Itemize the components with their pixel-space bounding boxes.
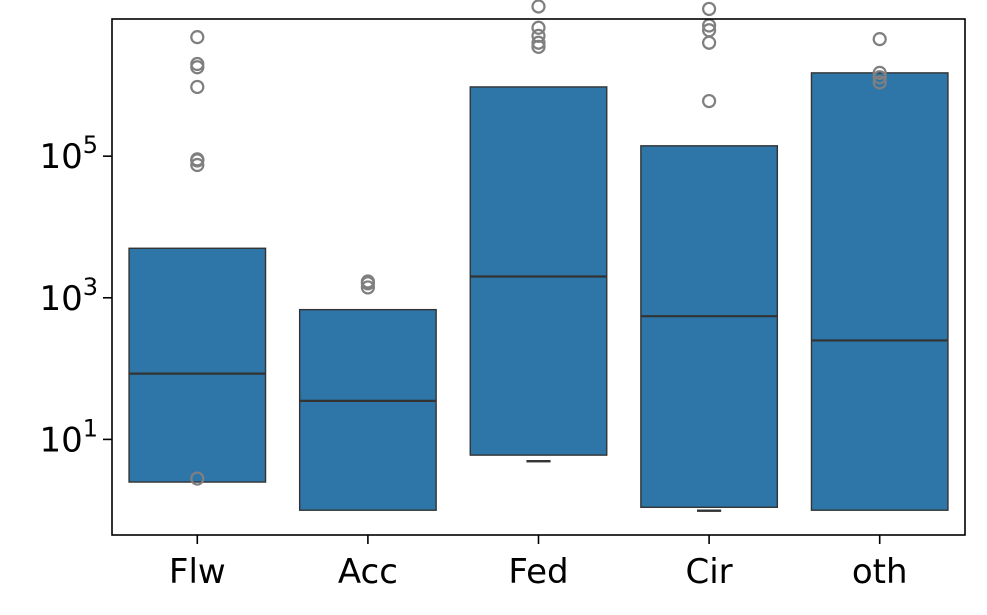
outlier-point-cir-0 [701,35,717,50]
x-tick-label-fed: Fed [508,552,568,592]
outlier-point-fed-1 [531,35,546,50]
boxen-level-acc-0 [298,308,437,511]
y-tick-label-1: 103 [39,273,98,319]
x-axis: Flw Acc Fed Cir oth [169,535,908,592]
outlier-point-oth-1 [872,70,887,85]
x-tick-label-cir: Cir [686,552,733,592]
x-tick-label-flw: Flw [169,552,226,592]
outlier-point-oth-0 [872,75,887,90]
outlier-point-flw-1 [190,157,205,173]
outlier-point-cir-2 [701,23,717,38]
boxen-level-cir-0 [640,145,779,508]
boxen-group-fed [469,0,608,463]
outlier-point-flw-4 [190,79,205,95]
outlier-point-fed-2 [531,28,546,43]
outlier-point-fed-3 [531,20,546,35]
x-tick-label-acc: Acc [338,552,398,592]
outlier-point-oth-3 [872,31,887,47]
y-axis: 101 103 105 [39,131,112,460]
outlier-point-flw-7 [190,30,205,45]
outlier-point-fed-4 [531,0,546,14]
boxen-level-cir-8 [697,509,722,512]
outlier-point-acc-2 [360,274,375,289]
outlier-point-acc-0 [360,280,375,295]
outlier-point-flw-6 [190,56,205,72]
x-tick-label-oth: oth [852,552,908,592]
outlier-point-flw-3 [190,152,205,167]
boxen-group-oth [810,31,949,511]
y-tick-label-2: 105 [39,131,98,177]
y-tick-label-0: 101 [39,414,98,460]
outlier-point-cir-5 [701,93,717,109]
boxen-group-flw [128,30,267,486]
boxen-level-flw-0 [128,247,267,483]
outlier-point-flw-0 [190,471,205,486]
boxen-level-oth-0 [810,72,949,511]
boxen-group-cir [640,1,779,512]
boxen-group-acc [298,274,437,511]
outlier-point-cir-3 [701,1,717,17]
boxen-level-fed-0 [469,86,608,456]
outlier-point-oth-2 [872,65,887,80]
boxen-level-fed-8 [526,460,551,463]
plot-area [128,0,949,512]
